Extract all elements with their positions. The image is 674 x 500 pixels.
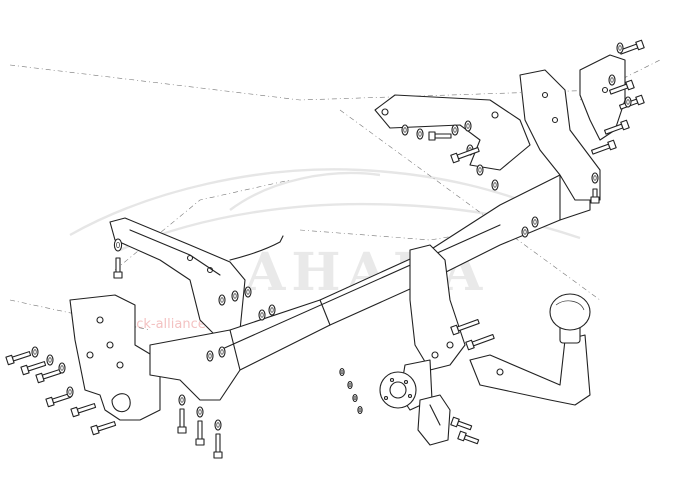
tow-ball-assembly xyxy=(469,293,591,406)
washer xyxy=(531,216,539,228)
washer xyxy=(218,294,226,306)
washer xyxy=(268,304,276,316)
fastener-set xyxy=(5,39,645,459)
bolt xyxy=(5,351,32,366)
bolt xyxy=(195,420,205,446)
washer xyxy=(206,350,214,362)
washer xyxy=(451,124,459,136)
bolt xyxy=(465,334,495,351)
tow-ball-bracket xyxy=(409,244,466,371)
washer xyxy=(416,128,424,140)
washer xyxy=(58,362,66,374)
bolt xyxy=(604,119,630,135)
washer xyxy=(214,419,222,431)
bolt xyxy=(113,257,123,279)
washer xyxy=(521,226,529,238)
left-mounting-plate xyxy=(69,294,161,421)
bolt xyxy=(213,433,223,459)
bolt xyxy=(450,416,473,431)
bolt xyxy=(20,361,47,376)
bolt xyxy=(90,421,117,436)
washer xyxy=(339,367,345,377)
washer xyxy=(66,386,74,398)
bolt xyxy=(428,131,452,141)
washer xyxy=(218,346,226,358)
washer xyxy=(258,309,266,321)
washer xyxy=(401,124,409,136)
washer xyxy=(231,290,239,302)
electrical-socket xyxy=(379,359,451,446)
washer xyxy=(491,179,499,191)
washer xyxy=(616,42,624,54)
bolt xyxy=(591,139,617,155)
washer xyxy=(31,346,39,358)
washer xyxy=(46,354,54,366)
bolt xyxy=(35,369,62,384)
washer xyxy=(244,286,252,298)
washer xyxy=(608,74,616,86)
bolt xyxy=(609,79,635,95)
bolt xyxy=(619,39,645,55)
washer xyxy=(347,380,353,390)
washer xyxy=(196,406,204,418)
bolt xyxy=(457,430,480,445)
washer xyxy=(178,394,186,406)
washer xyxy=(624,96,632,108)
bolt xyxy=(70,403,97,418)
bolt xyxy=(45,393,72,408)
bolt xyxy=(177,408,187,434)
bolt xyxy=(450,147,480,164)
washer xyxy=(113,238,123,252)
washer xyxy=(476,164,484,176)
tow-ball xyxy=(549,293,591,331)
watermark-subtitle: pack-alliance.ru xyxy=(120,317,223,332)
washer xyxy=(591,172,599,184)
bolt xyxy=(590,188,600,204)
right-side-arm xyxy=(374,94,531,171)
washer xyxy=(464,120,472,132)
washer xyxy=(357,405,363,415)
washer xyxy=(352,393,358,403)
bolt xyxy=(450,319,480,336)
